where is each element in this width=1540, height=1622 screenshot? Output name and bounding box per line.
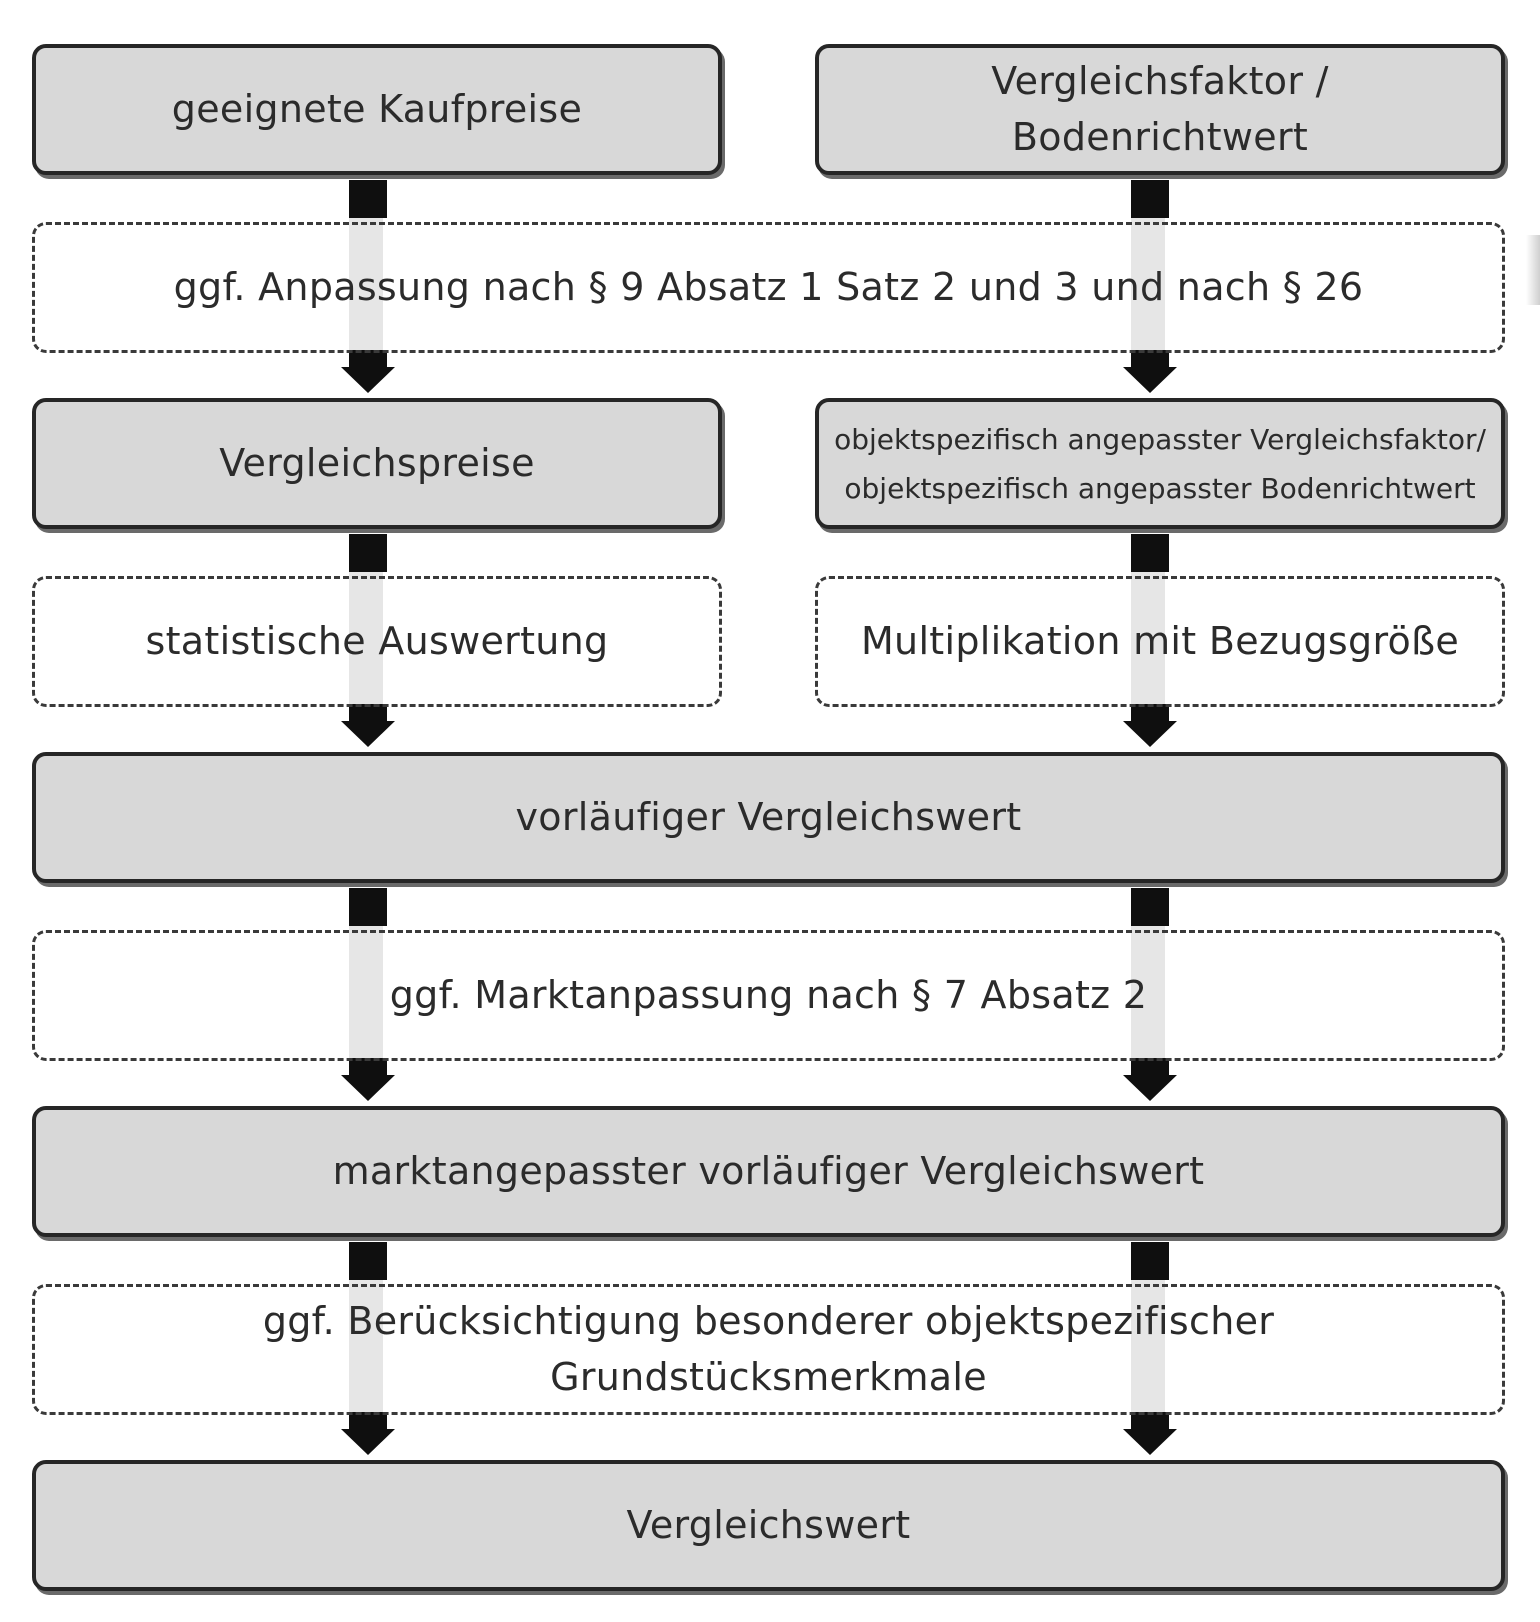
flow-track-right-1 (1131, 212, 1165, 352)
node-label-line-1: Vergleichsfaktor / (991, 59, 1329, 104)
step-label: ggf. Anpassung nach § 9 Absatz 1 Satz 2 … (173, 264, 1364, 309)
flow-track-right-2 (1131, 566, 1165, 706)
node-label: Vergleichsfaktor / Bodenrichtwert (991, 54, 1329, 164)
node-label-line-1: objektspezifisch angepasster Vergleichsf… (834, 422, 1486, 456)
node-geeignete-kaufpreise: geeignete Kaufpreise (32, 44, 722, 175)
step-multiplikation: Multiplikation mit Bezugsgröße (815, 576, 1505, 707)
step-label: Multiplikation mit Bezugsgröße (860, 618, 1460, 663)
step-label-line-1: ggf. Berücksichtigung besonderer objekts… (262, 1299, 1275, 1344)
node-label: vorläufiger Vergleichswert (515, 794, 1022, 839)
arrow-start-left-4 (349, 1242, 387, 1280)
scan-edge-shadow (1526, 235, 1540, 305)
node-marktangepasster-vergleichswert: marktangepasster vorläufiger Vergleichsw… (32, 1106, 1505, 1237)
node-vergleichspreise: Vergleichspreise (32, 398, 722, 529)
node-vergleichsfaktor-bodenrichtwert: Vergleichsfaktor / Bodenrichtwert (815, 44, 1505, 175)
step-marktanpassung: ggf. Marktanpassung nach § 7 Absatz 2 (32, 930, 1505, 1061)
arrow-start-left-2 (349, 534, 387, 572)
flow-track-left-3 (349, 920, 383, 1060)
arrow-start-right-4 (1131, 1242, 1169, 1280)
flow-track-right-4 (1131, 1274, 1165, 1414)
step-label: statistische Auswertung (145, 618, 609, 663)
step-anpassung: ggf. Anpassung nach § 9 Absatz 1 Satz 2 … (32, 222, 1505, 353)
arrow-start-right-1 (1131, 180, 1169, 218)
node-label-line-2: objektspezifisch angepasster Bodenrichtw… (844, 471, 1476, 505)
node-label: marktangepasster vorläufiger Vergleichsw… (332, 1148, 1205, 1193)
flow-track-left-4 (349, 1274, 383, 1414)
arrow-start-right-2 (1131, 534, 1169, 572)
node-vorlaeufiger-vergleichswert: vorläufiger Vergleichswert (32, 752, 1505, 883)
flow-track-left-2 (349, 566, 383, 706)
step-label: ggf. Berücksichtigung besonderer objekts… (263, 1294, 1274, 1404)
arrow-start-left-1 (349, 180, 387, 218)
step-label: ggf. Marktanpassung nach § 7 Absatz 2 (389, 972, 1148, 1017)
arrow-start-left-3 (349, 888, 387, 926)
node-label: objektspezifisch angepasster Vergleichsf… (834, 415, 1486, 513)
step-label-line-2: Grundstücksmerkmale (550, 1354, 987, 1399)
node-objektspezifisch-angepasst: objektspezifisch angepasster Vergleichsf… (815, 398, 1505, 529)
flow-track-left-1 (349, 212, 383, 352)
node-label: Vergleichswert (626, 1502, 911, 1547)
node-vergleichswert: Vergleichswert (32, 1460, 1505, 1591)
arrow-start-right-3 (1131, 888, 1169, 926)
node-label: Vergleichspreise (219, 440, 535, 485)
step-beruecksichtigung: ggf. Berücksichtigung besonderer objekts… (32, 1284, 1505, 1415)
node-label: geeignete Kaufpreise (171, 86, 583, 131)
step-statistische-auswertung: statistische Auswertung (32, 576, 722, 707)
flow-track-right-3 (1131, 920, 1165, 1060)
node-label-line-2: Bodenrichtwert (1011, 114, 1309, 159)
